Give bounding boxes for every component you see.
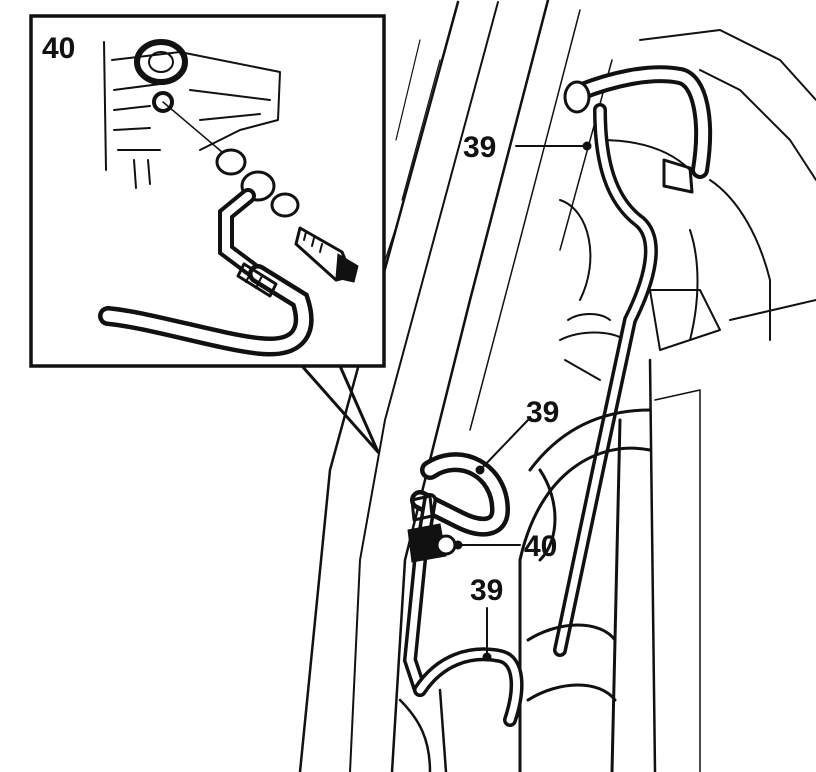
upper-components: [559, 29, 816, 381]
inset-pointer: [300, 364, 380, 454]
inset-label: 40: [42, 32, 75, 65]
body-panel-lines: [298, 0, 613, 772]
callout-union-fitting: 40: [524, 530, 557, 563]
washer-top: [215, 148, 247, 176]
upper-hose-assembly: [553, 65, 713, 657]
callout-upper-hose: 39: [463, 131, 496, 164]
lower-hose-assembly: [398, 647, 524, 772]
inset-frame: [29, 14, 386, 368]
washer-bottom: [270, 192, 300, 218]
engine-bay-view: 39 39 40 39: [298, 0, 816, 772]
leader-lines: [453, 141, 592, 662]
middle-hose-assembly: [402, 452, 511, 697]
callout-lower-hose: 39: [470, 574, 503, 607]
callout-middle-hose: 39: [526, 396, 559, 429]
inset-pump-body: [103, 39, 281, 189]
inset-hose: [98, 188, 314, 357]
detail-inset: 40: [29, 14, 386, 454]
